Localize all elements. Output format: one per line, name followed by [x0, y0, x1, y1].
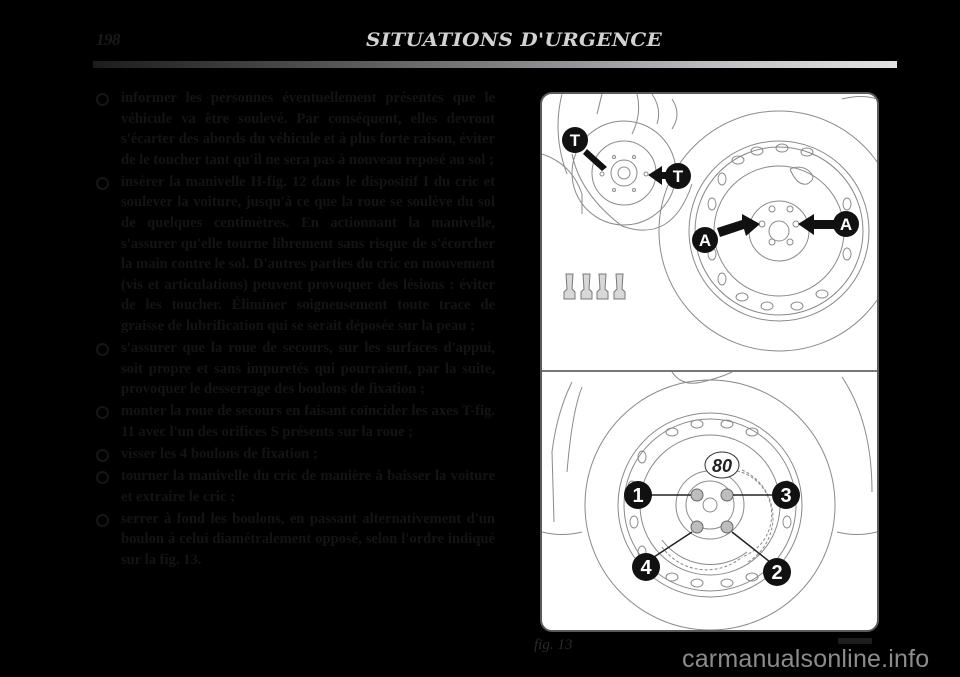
bullet-ring-icon: [96, 176, 109, 190]
list-item: tourner la manivelle du cric de manière …: [95, 466, 495, 507]
list-item-text: serrer à fond les boulons, en passant al…: [121, 510, 495, 569]
svg-text:2: 2: [771, 562, 782, 584]
bullet-ring-icon: [96, 93, 109, 106]
bolt-order-4: 4: [632, 553, 660, 581]
svg-text:1: 1: [632, 485, 643, 507]
figure-wheel-change: T T A A: [540, 92, 879, 632]
bolt-order-3: 3: [772, 481, 800, 509]
label-a-left: A: [692, 214, 760, 253]
list-item-text: informer les personnes éventuellement pr…: [121, 90, 495, 168]
bullet-ring-icon: [96, 343, 109, 357]
svg-text:A: A: [699, 231, 711, 250]
figure-caption: fig. 13: [534, 637, 573, 653]
hub-and-spare-wheel-illustration: T T A A: [542, 94, 877, 352]
label-t-upper: T: [562, 127, 607, 171]
svg-text:3: 3: [780, 485, 791, 507]
svg-text:4: 4: [640, 557, 652, 579]
bolt-order-2: 2: [763, 558, 791, 586]
list-item: informer les personnes éventuellement pr…: [95, 88, 495, 170]
bullet-ring-icon: [96, 406, 109, 420]
bullet-ring-icon: [96, 471, 109, 485]
list-item: monter la roue de secours en faisant coï…: [95, 401, 495, 442]
list-item: visser les 4 boulons de fixation ;: [95, 444, 495, 465]
header-rule: [93, 61, 897, 68]
svg-text:T: T: [673, 167, 684, 186]
bolt-order-1: 1: [624, 481, 652, 509]
list-item-text: insérer la manivelle H-fig. 12 dans le d…: [121, 173, 495, 335]
svg-text:A: A: [840, 215, 852, 234]
wheel-bolts-icon: [563, 273, 626, 300]
list-item-text: s'assurer que la roue de secours, sur le…: [121, 340, 495, 398]
page-number: 198: [96, 30, 121, 49]
figure-reference-code: [838, 638, 872, 644]
list-item-text: tourner la manivelle du cric de manière …: [121, 468, 495, 505]
watermark: carmanualsonline.info: [682, 645, 930, 673]
instruction-list: informer les personnes éventuellement pr…: [95, 88, 495, 572]
list-item: serrer à fond les boulons, en passant al…: [95, 509, 495, 571]
list-item-text: visser les 4 boulons de fixation ;: [121, 446, 318, 463]
panel-divider: [542, 370, 877, 372]
page-title: SITUATIONS D'URGENCE: [366, 29, 663, 51]
svg-text:80: 80: [712, 456, 732, 476]
label-t-right: T: [648, 163, 691, 189]
list-item-text: monter la roue de secours en faisant coï…: [121, 403, 495, 440]
torque-label: 80: [704, 451, 740, 479]
svg-text:T: T: [570, 131, 581, 150]
bullet-ring-icon: [96, 513, 109, 527]
label-a-right: A: [798, 211, 859, 237]
bullet-ring-icon: [96, 449, 109, 463]
list-item: s'assurer que la roue de secours, sur le…: [95, 338, 495, 400]
tightening-order-illustration: 80 1 3 4 2: [542, 372, 877, 630]
list-item: insérer la manivelle H-fig. 12 dans le d…: [95, 172, 495, 337]
